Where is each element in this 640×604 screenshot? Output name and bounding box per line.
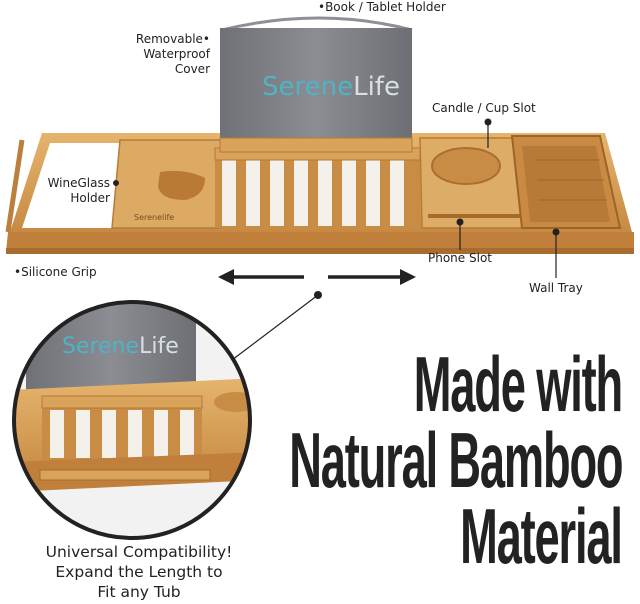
cover-line-3: Cover: [174, 62, 210, 76]
label-book-holder: •Book / Tablet Holder: [318, 0, 446, 14]
callout-markers: [113, 118, 560, 278]
tray-front-edge: [6, 232, 634, 252]
headline-line-1: Made with: [413, 340, 623, 428]
cover-line-1: Removable•: [135, 32, 210, 46]
label-candle-slot: Candle / Cup Slot: [432, 101, 536, 115]
wineglass-line-2: Holder: [70, 191, 110, 205]
zoom-logo-part-life: Life: [139, 334, 179, 359]
book-holder: [219, 16, 413, 153]
cover-line-2: Waterproof: [143, 47, 210, 61]
headline-line-2: Natural Bamboo: [288, 416, 623, 504]
compatibility-caption: Universal Compatibility! Expand the Leng…: [14, 542, 264, 602]
caption-line-1: Universal Compatibility!: [45, 543, 233, 561]
zoom-logo-part-serene: Serene: [62, 334, 140, 359]
bamboo-tray: [5, 133, 634, 254]
waterproof-cover: [220, 28, 412, 150]
caption-line-2: Expand the Length to: [55, 563, 223, 581]
zoom-detail-circle: [12, 300, 252, 540]
phone-slot-groove: [428, 214, 520, 218]
label-wineglass-holder: WineGlass Holder: [30, 176, 110, 206]
cup-slot: [431, 147, 501, 185]
label-phone-slot: Phone Slot: [428, 251, 492, 265]
zoom-cover-logo: SereneLife: [62, 334, 179, 360]
cover-logo: SereneLife: [262, 72, 400, 102]
tray-engraving: Serenelife: [134, 213, 175, 222]
headline-line-3: Material: [460, 492, 623, 580]
caption-line-3: Fit any Tub: [97, 583, 181, 601]
wineglass-line-1: WineGlass: [47, 176, 110, 190]
logo-part-life: Life: [353, 72, 400, 102]
label-silicone-grip: •Silicone Grip: [14, 265, 97, 279]
center-slats: [222, 160, 404, 226]
expand-arrows: [218, 269, 416, 361]
logo-part-serene: Serene: [262, 72, 354, 102]
label-wall-tray: Wall Tray: [529, 281, 583, 295]
label-removable-cover: Removable• Waterproof Cover: [118, 32, 210, 77]
